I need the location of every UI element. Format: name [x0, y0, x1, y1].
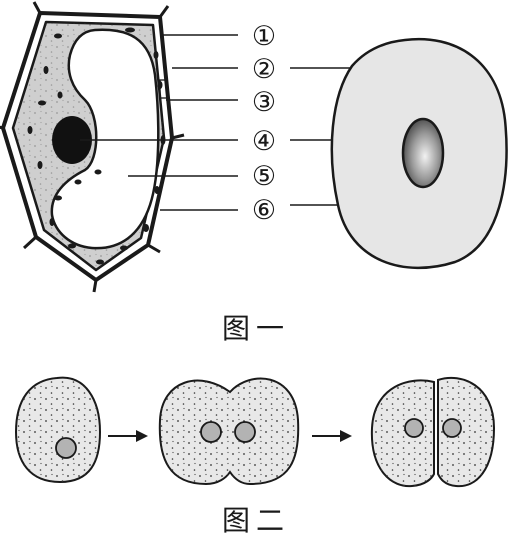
stage-2-nucleus-b: [234, 421, 256, 443]
stage-3-nucleus-a: [404, 418, 424, 438]
stage-1-nucleus: [55, 437, 77, 459]
cell-wall-outer: [1, 11, 174, 282]
label-1: ①: [252, 21, 276, 52]
animal-cell-nucleus: [401, 117, 445, 189]
labels: ① ② ③ ④ ⑤ ⑥: [252, 21, 276, 226]
figure2-caption: 图二: [222, 504, 290, 537]
arrow-1: [108, 430, 148, 442]
division-stage-3: [370, 376, 496, 488]
animal-cell: [330, 37, 508, 270]
label-2: ②: [252, 54, 276, 85]
vacuole: [50, 28, 160, 250]
plant-cell: [0, 1, 185, 293]
nucleus: [52, 116, 92, 164]
label-5: ⑤: [252, 161, 276, 192]
arrow-2: [312, 430, 352, 442]
figure1-caption: 图一: [222, 312, 290, 345]
division-stage-2: [158, 377, 300, 486]
label-4: ④: [252, 126, 276, 157]
stage-2-nucleus-a: [200, 421, 222, 443]
label-6: ⑥: [252, 195, 276, 226]
chloroplasts: [27, 27, 166, 265]
label-3: ③: [252, 87, 276, 118]
stage-3-nucleus-b: [442, 418, 462, 438]
division-stage-1: [14, 376, 102, 484]
